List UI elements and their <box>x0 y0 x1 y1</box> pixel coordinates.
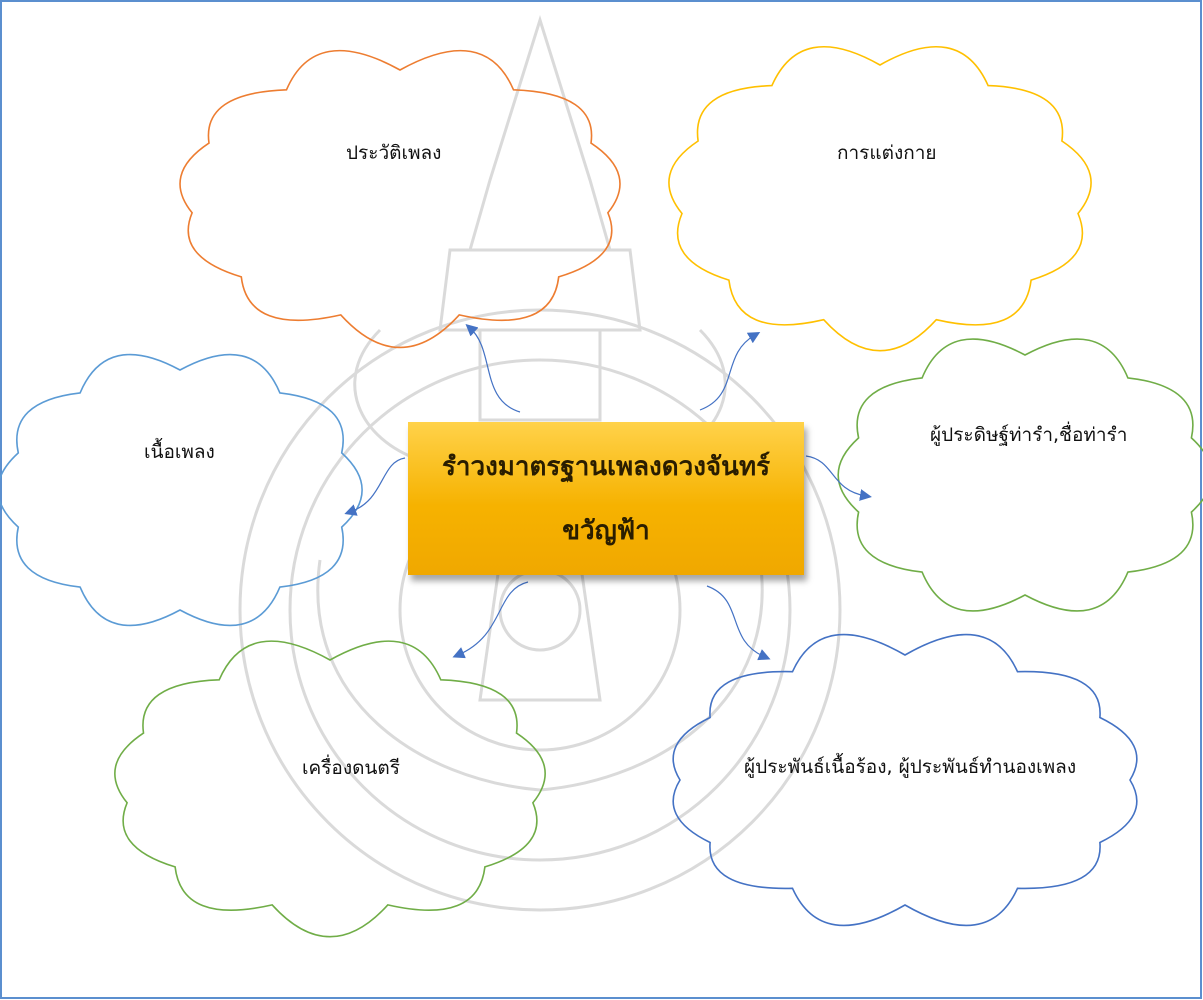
node-history-label: ประวัติเพลง <box>346 142 442 164</box>
central-topic-box: รำวงมาตรฐานเพลงดวงจันทร์ ขวัญฟ้า <box>408 422 804 575</box>
cloud-composer <box>672 633 1138 927</box>
node-choreographer-label: ผู้ประดิษฐ์ท่ารำ,ชื่อท่ารำ <box>930 424 1128 446</box>
arrow-to-instruments <box>452 581 529 659</box>
node-lyrics-label: เนื้อเพลง <box>144 441 215 463</box>
cloud-history <box>179 49 621 349</box>
cloud-costume <box>668 45 1092 352</box>
central-topic-title: รำวงมาตรฐานเพลงดวงจันทร์ <box>441 451 771 482</box>
arrow-to-composer <box>706 585 771 661</box>
arrow-to-lyrics <box>344 457 406 516</box>
cloud-instruments <box>114 640 546 938</box>
arrow-to-choreographer <box>805 455 872 501</box>
cloud-choreographer <box>837 338 1203 612</box>
arrow-to-history <box>465 324 521 413</box>
arrow-to-costume <box>699 332 761 411</box>
central-topic-subtitle: ขวัญฟ้า <box>562 515 650 546</box>
node-composer-label: ผู้ประพันธ์เนื้อร้อง, ผู้ประพันธ์ทำนองเพ… <box>744 756 1077 778</box>
cloud-lyrics <box>0 353 363 627</box>
node-instruments-label: เครื่องดนตรี <box>302 757 400 779</box>
node-costume-label: การแต่งกาย <box>837 142 937 164</box>
